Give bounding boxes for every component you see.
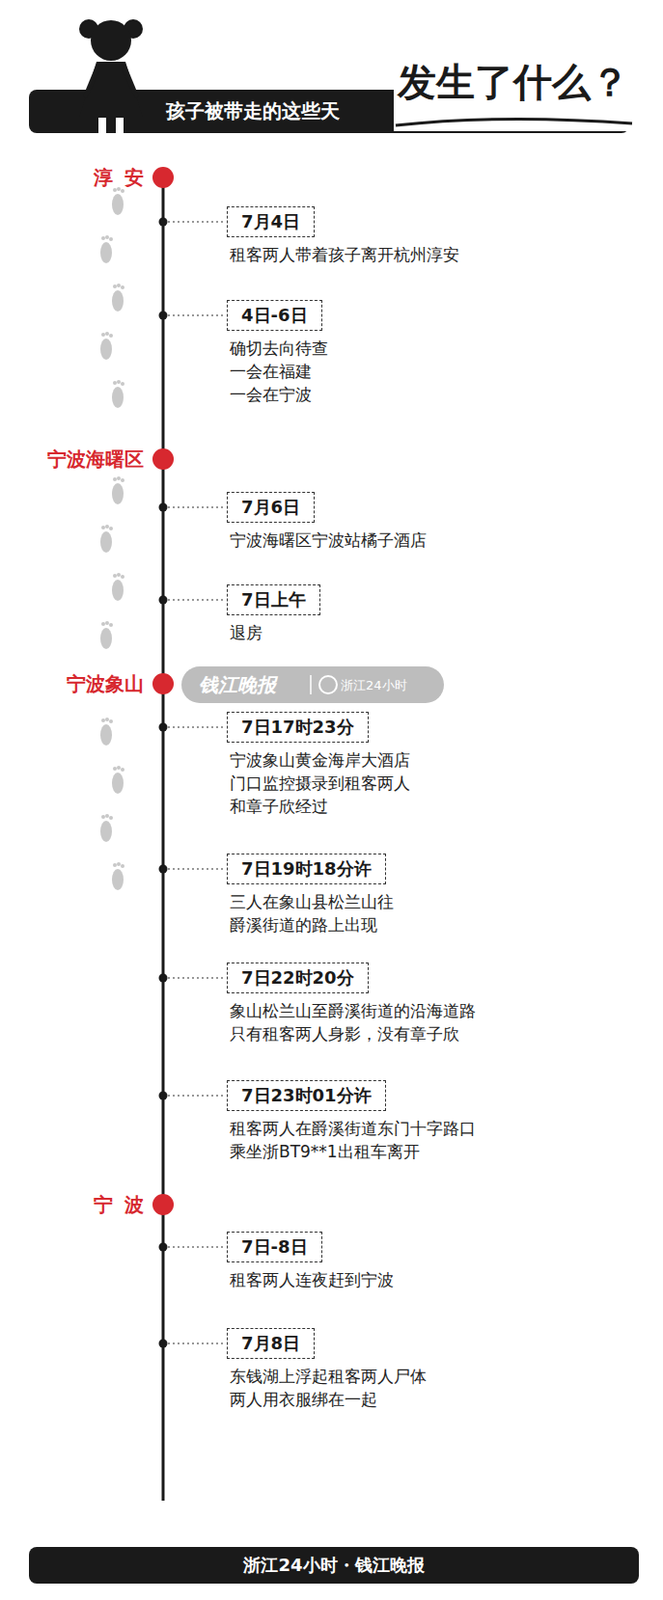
location-label: 宁波海曙区 (47, 446, 144, 472)
girl-silhouette (79, 19, 143, 134)
event-dot (159, 503, 168, 513)
event-date: 7日22时20分 (226, 963, 369, 995)
event-description: 租客两人带着孩子离开杭州淳安 (229, 243, 460, 267)
timeline-event: 7日22时20分象山松兰山至爵溪街道的沿海道路 只有租客两人身影，没有章子欣 (226, 963, 476, 1047)
event-description: 确切去向待查 一会在福建 一会在宁波 (229, 336, 329, 407)
event-description: 租客两人在爵溪街道东门十字路口 乘坐浙BT9**1出租车离开 (229, 1117, 476, 1164)
leader-line (163, 868, 225, 870)
timeline-event: 7日23时01分许租客两人在爵溪街道东门十字路口 乘坐浙BT9**1出租车离开 (226, 1080, 476, 1164)
event-description: 三人在象山县松兰山往 爵溪街道的路上出现 (229, 890, 394, 938)
event-date: 7日19时18分许 (226, 854, 387, 885)
heading-box (393, 46, 637, 132)
event-dot (159, 596, 168, 606)
event-dot (159, 1243, 168, 1253)
event-description: 东钱湖上浮起租客两人尸体 两人用衣服绑在一起 (229, 1365, 427, 1412)
title: 孩子被带走的这些天 (165, 99, 340, 123)
event-dot (159, 865, 168, 875)
event-date: 7日上午 (226, 584, 321, 616)
leader-line (163, 506, 225, 508)
leader-line (163, 221, 225, 222)
location-dot (152, 673, 174, 695)
event-date: 7月4日 (226, 206, 315, 238)
watermark-divider (309, 675, 312, 695)
leader-line (163, 1343, 225, 1345)
watermark-text: 浙江24小时 (340, 676, 408, 695)
event-dot (159, 1340, 168, 1350)
watermark-icon (319, 676, 337, 694)
location-label: 淳安 (93, 165, 156, 191)
event-dot (159, 218, 168, 227)
timeline-event: 4日-6日确切去向待查 一会在福建 一会在宁波 (226, 300, 329, 407)
event-date: 7日23时01分许 (226, 1080, 387, 1112)
event-date: 7月6日 (226, 492, 315, 524)
footprints (100, 187, 125, 891)
event-dot (159, 723, 168, 733)
event-date: 7月8日 (226, 1328, 315, 1360)
location-dot (152, 166, 174, 189)
leader-line (163, 726, 225, 728)
event-dot (159, 974, 168, 984)
location-dot (152, 448, 174, 470)
timeline-event: 7日-8日租客两人连夜赶到宁波 (226, 1232, 394, 1293)
leader-line (163, 599, 225, 601)
timeline-line (162, 177, 166, 1502)
timeline-event: 7日19时18分许三人在象山县松兰山往 爵溪街道的路上出现 (226, 854, 394, 938)
caption: 浙江24小时・钱江晚报 (243, 1554, 424, 1578)
timeline-event: 7月6日宁波海曙区宁波站橘子酒店 (226, 492, 427, 553)
leader-line (163, 977, 225, 979)
watermark-text: 钱江晚报 (198, 672, 277, 698)
stylized-heading: 发生了什么？ (397, 59, 630, 105)
location-label: 宁波 (93, 1192, 156, 1218)
event-date: 7日17时23分 (226, 712, 369, 744)
timeline-event: 7日17时23分宁波象山黄金海岸大酒店 门口监控摄录到租客两人 和章子欣经过 (226, 712, 411, 819)
event-date: 7日-8日 (226, 1232, 323, 1264)
event-description: 退房 (229, 621, 263, 645)
event-description: 宁波海曙区宁波站橘子酒店 (229, 528, 427, 553)
timeline-event: 7日上午退房 (226, 584, 321, 645)
event-dot (159, 1092, 168, 1102)
timeline-event: 7月8日东钱湖上浮起租客两人尸体 两人用衣服绑在一起 (226, 1328, 427, 1412)
watermark-pill (181, 666, 444, 704)
location-label: 宁波象山 (66, 671, 144, 697)
footer-bar (28, 1547, 639, 1585)
timeline-event: 7月4日租客两人带着孩子离开杭州淳安 (226, 206, 460, 267)
brush-stroke (395, 118, 633, 126)
leader-line (163, 314, 225, 316)
event-dot (159, 311, 168, 321)
event-description: 象山松兰山至爵溪街道的沿海道路 只有租客两人身影，没有章子欣 (229, 999, 476, 1047)
event-description: 租客两人连夜赶到宁波 (229, 1269, 394, 1293)
location-dot (152, 1194, 174, 1216)
leader-line (163, 1095, 225, 1097)
leader-line (163, 1246, 225, 1248)
event-description: 宁波象山黄金海岸大酒店 门口监控摄录到租客两人 和章子欣经过 (229, 748, 411, 819)
event-date: 4日-6日 (226, 300, 323, 332)
